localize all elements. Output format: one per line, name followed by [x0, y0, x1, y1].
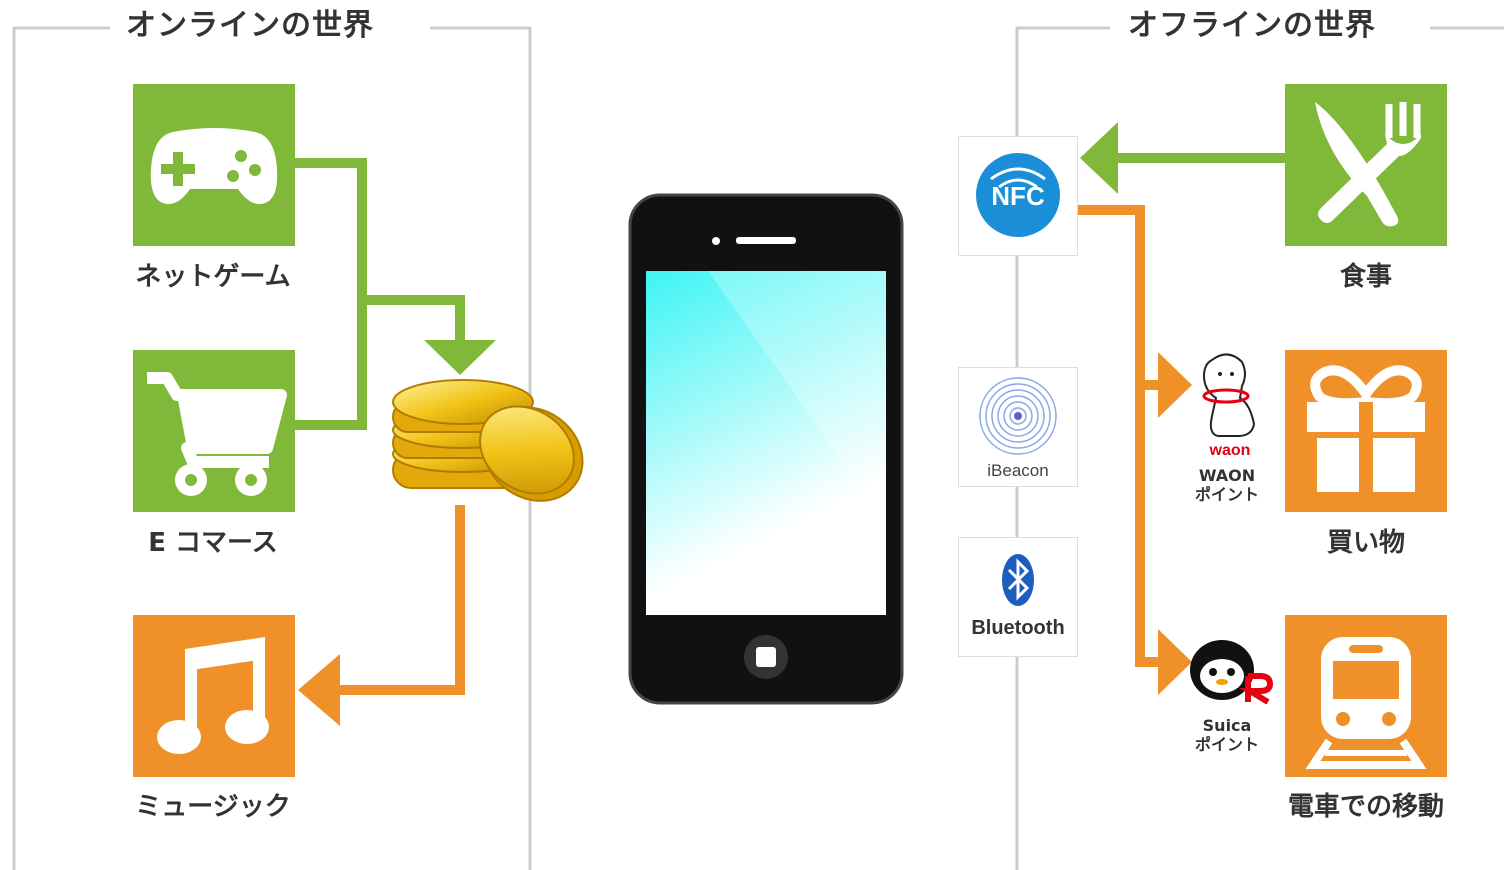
- suica-point-label: Suica ポイント: [1182, 716, 1272, 754]
- waon-label-line2: ポイント: [1194, 485, 1259, 504]
- shopping-cart-icon: [133, 350, 295, 512]
- nfc-label: NFC: [991, 181, 1045, 211]
- waon-point-label: WAON ポイント: [1182, 466, 1272, 504]
- waon-label-line1: WAON: [1198, 466, 1256, 485]
- coins-icon: [392, 379, 584, 502]
- music-note-icon: [133, 615, 295, 777]
- suica-penguin-icon: [1190, 640, 1274, 704]
- offline-label-meal: 食事: [1339, 262, 1392, 292]
- knife-fork-icon: [1285, 84, 1447, 246]
- bluetooth-label: Bluetooth: [971, 617, 1064, 639]
- gamepad-icon: [133, 84, 295, 246]
- bluetooth-icon: Bluetooth: [958, 537, 1078, 657]
- offline-label-train: 電車での移動: [1287, 792, 1444, 822]
- gift-icon: [1285, 350, 1447, 512]
- nfc-icon: NFC: [958, 136, 1078, 256]
- offline-label-shopping: 買い物: [1326, 528, 1405, 558]
- offline-section-title: オフラインの世界: [1114, 6, 1390, 46]
- suica-label-line1: Suica: [1202, 716, 1252, 735]
- suica-label-line2: ポイント: [1194, 735, 1259, 754]
- waon-dog-icon: waon: [1202, 353, 1256, 459]
- train-icon: [1285, 615, 1447, 777]
- waon-logo-text: waon: [1209, 442, 1251, 459]
- online-label-music: ミュージック: [135, 792, 291, 822]
- ibeacon-icon: iBeacon: [958, 367, 1078, 487]
- online-section-title: オンラインの世界: [112, 6, 388, 46]
- smartphone-icon: [628, 193, 904, 705]
- online-label-game: ネットゲーム: [135, 262, 291, 292]
- online-label-ecommerce: E コマース: [148, 528, 278, 558]
- ibeacon-label: iBeacon: [987, 461, 1048, 480]
